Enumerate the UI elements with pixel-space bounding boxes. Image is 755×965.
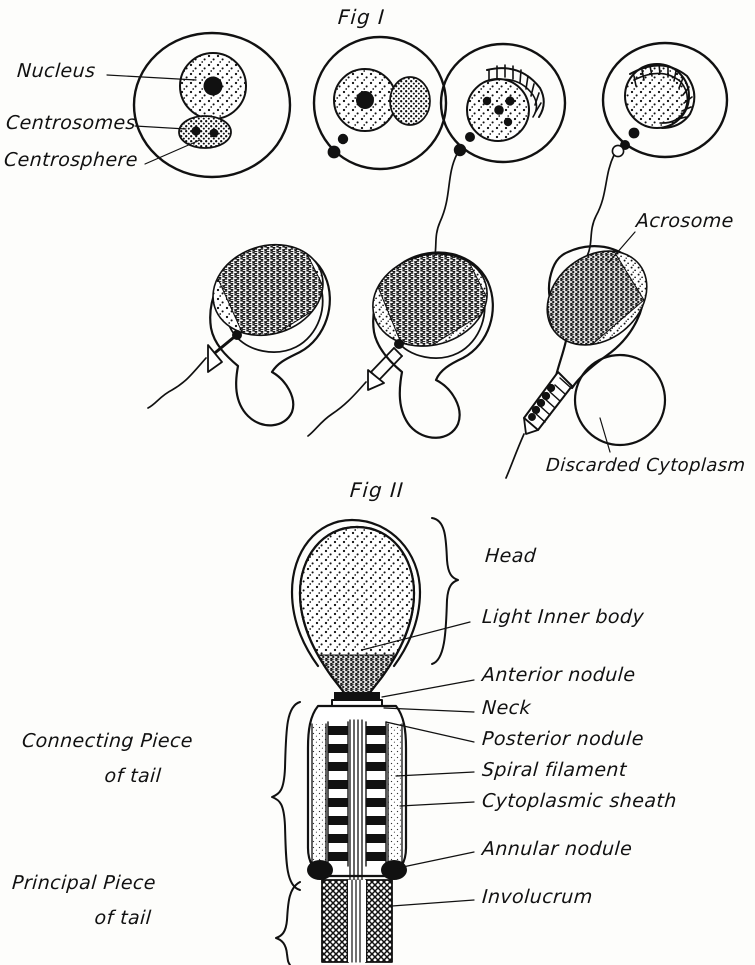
label-nucleus: Nucleus [16,60,97,82]
fig1-spermatid-1 [147,239,335,427]
label-head: Head [484,545,538,567]
label-connecting-piece-line1: Connecting Piece [21,730,194,752]
label-cytoplasmic-sheath: Cytoplasmic sheath [481,790,678,812]
fig1-cell-4 [585,41,729,259]
fig2-spermatozoon [290,518,422,963]
fig1-spermatid-3 [505,245,667,479]
label-neck: Neck [481,697,532,719]
label-principal-piece-line1: Principal Piece [11,872,157,894]
fig2-title: Fig II [349,478,405,502]
fig2-spiral-filament-rungs [328,726,386,861]
fig1-title: Fig I [337,5,386,29]
fig2-leader-lines [361,621,475,907]
label-principal-piece-line2: of tail [93,907,153,929]
label-anterior-nodule: Anterior nodule [481,664,637,686]
label-spiral-filament: Spiral filament [481,759,628,781]
label-light-inner-body: Light Inner body [481,606,645,628]
label-connecting-piece-line2: of tail [103,765,163,787]
fig1-leader-lines [106,74,636,453]
fig1-cell-1 [132,31,292,179]
label-annular-nodule: Annular nodule [481,838,634,860]
fig1-cell-3 [429,42,567,269]
label-centrosomes: Centrosomes [5,112,137,134]
label-posterior-nodule: Posterior nodule [481,728,645,750]
fig1-spermatid-2 [307,247,499,439]
label-involucrum: Involucrum [481,886,594,908]
fig1-cell-2 [312,35,448,171]
label-acrosome: Acrosome [635,210,735,232]
label-centrosphere: Centrosphere [3,149,139,171]
label-discarded-cytoplasm: Discarded Cytoplasm [545,455,747,476]
